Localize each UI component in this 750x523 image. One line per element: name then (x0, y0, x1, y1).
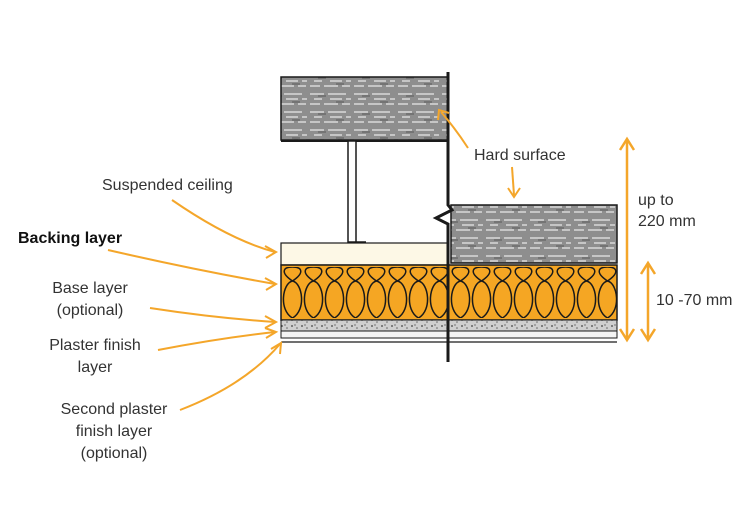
hard-surface-arrowhead-upper (437, 108, 450, 121)
label-dimension-total-value: 220 mm (638, 213, 696, 230)
label-plaster-finish-layer: layer (78, 359, 113, 376)
wall-break-line (432, 72, 455, 362)
hard-surface-arrow-upper (440, 111, 469, 149)
insulation-loop (513, 267, 534, 318)
upper-slab (280, 76, 449, 142)
insulation-loop (366, 267, 387, 318)
label-dimension-insulation: 10 -70 mm (656, 292, 732, 309)
insulation-loop (492, 267, 513, 318)
insulation-loop (324, 267, 345, 318)
dimension-total-arrow (618, 136, 636, 343)
backing-layer (280, 242, 449, 266)
insulation-loop (534, 267, 555, 318)
insulation-loop (597, 267, 617, 318)
label-hard-surface: Hard surface (474, 147, 566, 164)
lower-slab (450, 204, 618, 264)
hard-surface-arrow-lower (511, 166, 515, 196)
insulation-loop (450, 267, 471, 318)
label-suspended-ceiling: Suspended ceiling (102, 177, 233, 194)
plaster-finish-arrowhead (264, 327, 279, 339)
insulation-loop (471, 267, 492, 318)
insulation-loop (345, 267, 366, 318)
base-layer-arrow (149, 307, 276, 323)
plaster-finish-arrow (157, 331, 276, 351)
label-second-plaster-optional: (optional) (81, 445, 148, 462)
suspended-ceiling-arrowhead (264, 245, 279, 259)
label-second-plaster: Second plaster (61, 401, 168, 418)
suspended-ceiling-arrow (171, 199, 276, 253)
second-plaster-arrowhead (270, 341, 283, 355)
label-plaster-finish: Plaster finish (49, 337, 141, 354)
insulation-loop (576, 267, 597, 318)
label-base-layer: Base layer (52, 280, 128, 297)
suspended-ceiling-hanger (347, 140, 366, 243)
label-dimension-total-upto: up to (638, 192, 674, 209)
insulation-loop (555, 267, 576, 318)
backing-layer-arrow (107, 249, 276, 285)
insulation-loop (282, 267, 303, 318)
base-layer-arrowhead (264, 315, 279, 329)
dimension-insulation-arrow (639, 260, 657, 343)
second-plaster-arrow (179, 343, 281, 411)
label-backing-layer: Backing layer (18, 230, 122, 247)
hard-surface-arrowhead-lower (507, 187, 521, 199)
insulation-loop (303, 267, 324, 318)
insulation-loop (387, 267, 408, 318)
backing-layer-arrowhead (264, 277, 279, 291)
label-base-layer-optional: (optional) (57, 302, 124, 319)
insulation-loop (408, 267, 429, 318)
label-second-plaster-finish: finish layer (76, 423, 153, 440)
